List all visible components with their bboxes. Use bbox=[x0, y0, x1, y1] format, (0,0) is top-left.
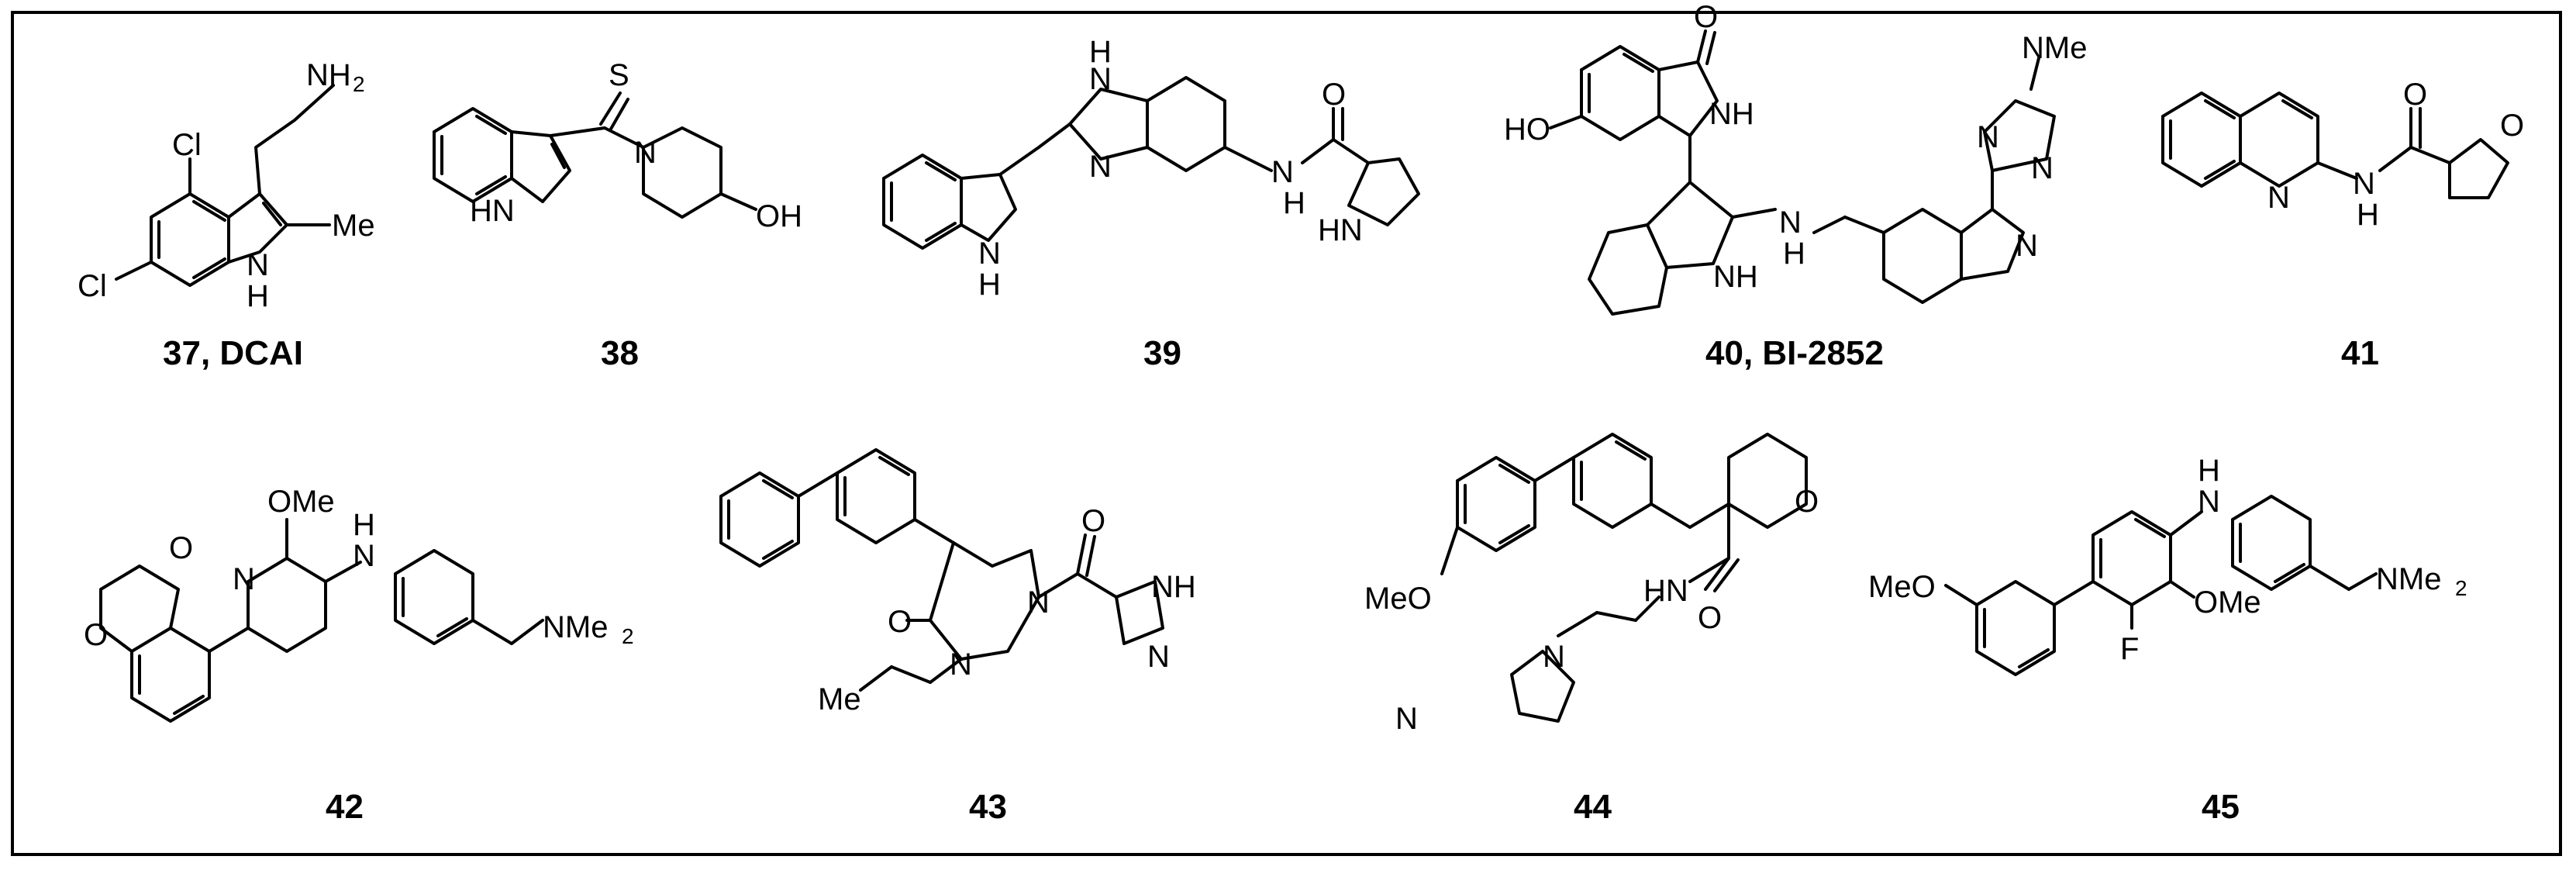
atom-n: N bbox=[950, 647, 972, 682]
atom-o: O bbox=[1322, 78, 1346, 112]
compound-label: 39 bbox=[1143, 334, 1181, 372]
structure-38: S HN N OH 38 bbox=[433, 58, 802, 372]
structure-42: O O N OMe H N NMe 2 42 bbox=[84, 485, 634, 826]
atom-nh2: NH bbox=[306, 58, 351, 92]
structure-41: N N H O O 41 bbox=[2161, 78, 2524, 372]
atom-h: H bbox=[2357, 198, 2379, 232]
atom-s: S bbox=[609, 58, 629, 92]
atom-ome: OMe bbox=[2194, 585, 2261, 620]
atom-n: N bbox=[1147, 640, 1170, 674]
atom-h: H bbox=[1283, 186, 1305, 220]
atom-o: O bbox=[2500, 109, 2524, 143]
compound-label: 43 bbox=[969, 788, 1007, 826]
atom-n: N bbox=[978, 236, 1001, 271]
atom-o: O bbox=[888, 605, 912, 639]
atom-n: N bbox=[1089, 62, 1112, 96]
figure-border bbox=[11, 11, 2562, 856]
compound-label: 38 bbox=[601, 334, 639, 372]
atom-n: N bbox=[2031, 151, 2054, 185]
atom-cl: Cl bbox=[172, 128, 202, 162]
compound-label: 40, BI-2852 bbox=[1705, 334, 1884, 372]
atom-n: N bbox=[233, 562, 255, 596]
atom-nh: NH bbox=[1713, 260, 1758, 294]
atom-n: N bbox=[2016, 229, 2038, 263]
structure-37: NH 2 Cl Cl Me N H 37, DCAI bbox=[78, 58, 375, 372]
compound-label: 42 bbox=[326, 788, 364, 826]
atom-nme: NMe bbox=[543, 610, 608, 644]
atom-subscript: 2 bbox=[622, 624, 634, 648]
atom-h: H bbox=[978, 268, 1001, 302]
atom-h: H bbox=[2198, 454, 2220, 488]
atom-hn: HN bbox=[470, 194, 515, 228]
atom-n: N bbox=[2267, 181, 2290, 215]
atom-me: Me bbox=[818, 682, 861, 716]
atom-nh: NH bbox=[1151, 570, 1196, 604]
atom-f: F bbox=[2120, 632, 2139, 666]
atom-n: N bbox=[353, 539, 375, 573]
structure-43: O N N Me O NH N 43 bbox=[719, 448, 1196, 826]
atom-o: O bbox=[169, 531, 193, 565]
atom-n: N bbox=[1089, 150, 1112, 184]
atom-n: N bbox=[1779, 205, 1802, 240]
atom-n: N bbox=[1543, 640, 1565, 674]
atom-o: O bbox=[1694, 0, 1718, 34]
compound-label: 41 bbox=[2341, 334, 2379, 372]
atom-h: H bbox=[353, 508, 375, 542]
structure-45: MeO F OMe H N NMe 2 45 bbox=[1868, 454, 2467, 826]
atom-n: N bbox=[1271, 155, 1294, 189]
structure-39: H N N N H N H O HN 39 bbox=[882, 35, 1420, 372]
atom-cl: Cl bbox=[78, 269, 107, 303]
atom-ome: OMe bbox=[267, 485, 335, 519]
atom-hn: HN bbox=[1318, 213, 1363, 247]
atom-subscript: 2 bbox=[353, 72, 365, 96]
atom-n: N bbox=[2198, 485, 2220, 519]
atom-o: O bbox=[1081, 504, 1105, 538]
atom-o: O bbox=[1795, 485, 1819, 519]
compound-label: 37, DCAI bbox=[163, 334, 303, 372]
structure-44: MeO O HN O N N 44 bbox=[1364, 433, 1819, 826]
atom-h: H bbox=[247, 279, 269, 313]
atom-nh: NH bbox=[1709, 97, 1754, 131]
atom-oh: OH bbox=[756, 199, 802, 233]
atom-meo: MeO bbox=[1868, 570, 1936, 604]
atom-meo: MeO bbox=[1364, 582, 1432, 616]
atom-o: O bbox=[1698, 601, 1722, 635]
atom-n: N bbox=[1027, 585, 1050, 620]
atom-ho: HO bbox=[1504, 112, 1550, 147]
atom-o: O bbox=[2403, 78, 2427, 112]
atom-o: O bbox=[84, 618, 108, 652]
structure-40: O NH HO NH N H NMe N N N 40, BI-2852 bbox=[1504, 0, 2087, 372]
atom-n: N bbox=[634, 136, 657, 170]
atom-nme: NMe bbox=[2022, 31, 2087, 65]
compound-label: 44 bbox=[1574, 788, 1612, 826]
atom-n: N bbox=[1977, 120, 1999, 154]
atom-h: H bbox=[1089, 35, 1112, 69]
atom-me: Me bbox=[332, 209, 375, 243]
atom-n: N bbox=[247, 248, 269, 282]
atom-nme: NMe bbox=[2376, 562, 2441, 596]
atom-n: N bbox=[2353, 167, 2375, 201]
compound-label: 45 bbox=[2202, 788, 2240, 826]
atom-subscript: 2 bbox=[2455, 576, 2467, 600]
atom-h: H bbox=[1783, 236, 1805, 271]
atom-hn: HN bbox=[1643, 574, 1688, 608]
atom-n: N bbox=[1395, 702, 1418, 736]
